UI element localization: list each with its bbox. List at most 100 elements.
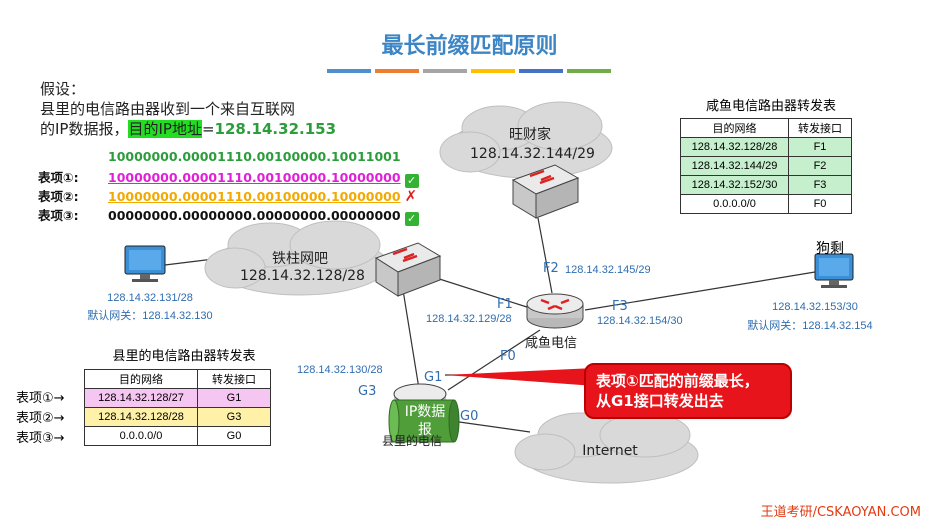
table-cell-port: F0: [788, 194, 852, 214]
title-bar: [567, 69, 611, 73]
assumption-line2: 的IP数据报，目的IP地址=128.14.32.153: [40, 119, 336, 139]
port-f0: F0: [500, 349, 516, 364]
packet-icon: [388, 399, 460, 443]
dest-ip-equals: =: [201, 120, 215, 138]
entry-bits: 00000000.00000000.00000000.00000000: [108, 208, 401, 223]
computer-icon: [814, 253, 854, 288]
callout-line1: 表项①匹配的前缀最长，: [596, 372, 759, 390]
computer-icon: [124, 245, 166, 282]
switch-icon: [511, 164, 580, 219]
cloud-wangcai-net: 128.14.32.144/29: [470, 146, 595, 162]
table-row: 128.14.32.128/28 G3: [84, 407, 271, 427]
table-header-row: 目的网络 转发接口: [680, 118, 852, 138]
entry-label: 表项③:: [38, 208, 79, 223]
dest-ip-value: 128.14.32.153: [214, 120, 337, 138]
dest-ip-label: 目的IP地址: [128, 120, 202, 138]
callout-pointer: [445, 368, 595, 386]
county-table-caption: 县里的电信路由器转发表: [112, 349, 256, 364]
router-xianyu-label: 咸鱼电信: [525, 336, 578, 351]
title-bar: [327, 69, 371, 73]
column-header: 目的网络: [680, 118, 789, 138]
port-g3: G3: [358, 384, 377, 399]
switch-icon: [374, 242, 442, 297]
router-county-label: 县里的电信: [382, 434, 443, 448]
table-cell-port: F2: [788, 156, 852, 176]
xianyu-forwarding-table: 目的网络 转发接口 128.14.32.128/28 F1 128.14.32.…: [680, 118, 852, 214]
router-icon: [526, 293, 584, 329]
row-label: 表项②→: [16, 411, 65, 426]
column-header: 转发接口: [788, 118, 852, 138]
entry-label: 表项②:: [38, 189, 79, 204]
table-cell-net: 128.14.32.144/29: [680, 156, 789, 176]
title-bar: [375, 69, 419, 73]
table-row: 128.14.32.152/30 F3: [680, 175, 852, 195]
footer-brand: 王道考研/CSKAOYAN.COM: [760, 505, 921, 520]
port-g1: G1: [424, 370, 443, 385]
callout-box: 表项①匹配的前缀最长， 从G1接口转发出去: [584, 363, 792, 419]
title-bar: [471, 69, 515, 73]
check-icon: ✓: [404, 174, 419, 188]
page-title: 最长前缀匹配原则: [381, 34, 558, 59]
pc-left-gateway: 默认网关：128.14.32.130: [87, 310, 213, 322]
column-header: 转发接口: [197, 369, 271, 389]
title-bar: [519, 69, 563, 73]
entry-label: 表项①:: [38, 170, 79, 185]
pc-left-ip: 128.14.32.131/28: [107, 292, 193, 304]
port-f1: F1: [497, 297, 513, 312]
table-cell-net: 128.14.32.152/30: [680, 175, 789, 195]
cloud-internet: [514, 412, 699, 484]
table-cell-port: G1: [197, 388, 271, 408]
table-cell-port: F3: [788, 175, 852, 195]
pc-right-ip: 128.14.32.153/30: [772, 301, 858, 313]
title-bar: [423, 69, 467, 73]
entry-binary-row-3: 表项③: 00000000.00000000.00000000.00000000✓: [38, 205, 419, 226]
port-f3: F3: [612, 299, 628, 314]
pc-right-name: 狗剩: [816, 241, 844, 257]
assumption-line1: 县里的电信路由器收到一个来自互联网: [40, 100, 296, 118]
check-icon: ✓: [404, 212, 419, 226]
port-f2: F2: [543, 261, 559, 276]
link-f0: [447, 329, 541, 391]
link-g3: [402, 289, 421, 396]
table-cell-net: 0.0.0.0/0: [84, 426, 198, 446]
title-underline-bars: [327, 69, 611, 73]
dest-ip-binary: 10000000.00001110.00100000.10011001: [108, 149, 401, 164]
county-forwarding-table: 目的网络 转发接口 128.14.32.128/27 G1 128.14.32.…: [84, 369, 271, 446]
entry-bits: 10000000.00001110.00100000.10000000: [108, 189, 401, 204]
table-cell-net: 128.14.32.128/28: [84, 407, 198, 427]
port-f3-ip: 128.14.32.154/30: [597, 315, 683, 327]
port-g0: G0: [460, 409, 479, 424]
cloud-tiezhu: [204, 220, 389, 296]
xianyu-table-caption: 咸鱼电信路由器转发表: [705, 99, 836, 114]
link-f2: [537, 217, 553, 294]
callout-line2: 从G1接口转发出去: [596, 392, 724, 410]
entry-bits: 10000000.00001110.00100000.10000000: [108, 170, 401, 185]
assumption-prefix: 的IP数据报，: [40, 120, 129, 138]
table-row: 0.0.0.0/0 G0: [84, 426, 271, 446]
packet-label: IP数据报: [404, 404, 446, 438]
link-f3: [584, 271, 816, 311]
cloud-internet-name: Internet: [582, 443, 638, 459]
county-row-labels: 表项①→ 表项②→ 表项③→: [16, 389, 65, 449]
row-label: 表项③→: [16, 431, 65, 446]
table-row: 0.0.0.0/0 F0: [680, 194, 852, 214]
table-cell-port: F1: [788, 137, 852, 157]
pc-right-gateway: 默认网关：128.14.32.154: [747, 320, 873, 332]
table-cell-net: 128.14.32.128/27: [84, 388, 198, 408]
table-cell-net: 128.14.32.128/28: [680, 137, 789, 157]
table-header-row: 目的网络 转发接口: [84, 369, 271, 389]
cross-icon: ✗: [404, 187, 418, 205]
assumption-text: 假设： 县里的电信路由器收到一个来自互联网 的IP数据报，目的IP地址=128.…: [40, 79, 336, 139]
entry-binary-row-1: 表项①: 10000000.00001110.00100000.10000000✓: [38, 167, 419, 188]
cloud-tiezhu-net: 128.14.32.128/28: [240, 268, 365, 284]
cloud-tiezhu-name: 铁柱网吧: [272, 251, 328, 267]
table-row: 128.14.32.128/28 F1: [680, 137, 852, 157]
table-row: 128.14.32.128/27 G1: [84, 388, 271, 408]
row-label: 表项①→: [16, 391, 65, 406]
assumption-heading: 假设：: [40, 80, 86, 98]
port-f2-ip: 128.14.32.145/29: [565, 264, 651, 276]
column-header: 目的网络: [84, 369, 198, 389]
table-cell-port: G3: [197, 407, 271, 427]
table-cell-port: G0: [197, 426, 271, 446]
